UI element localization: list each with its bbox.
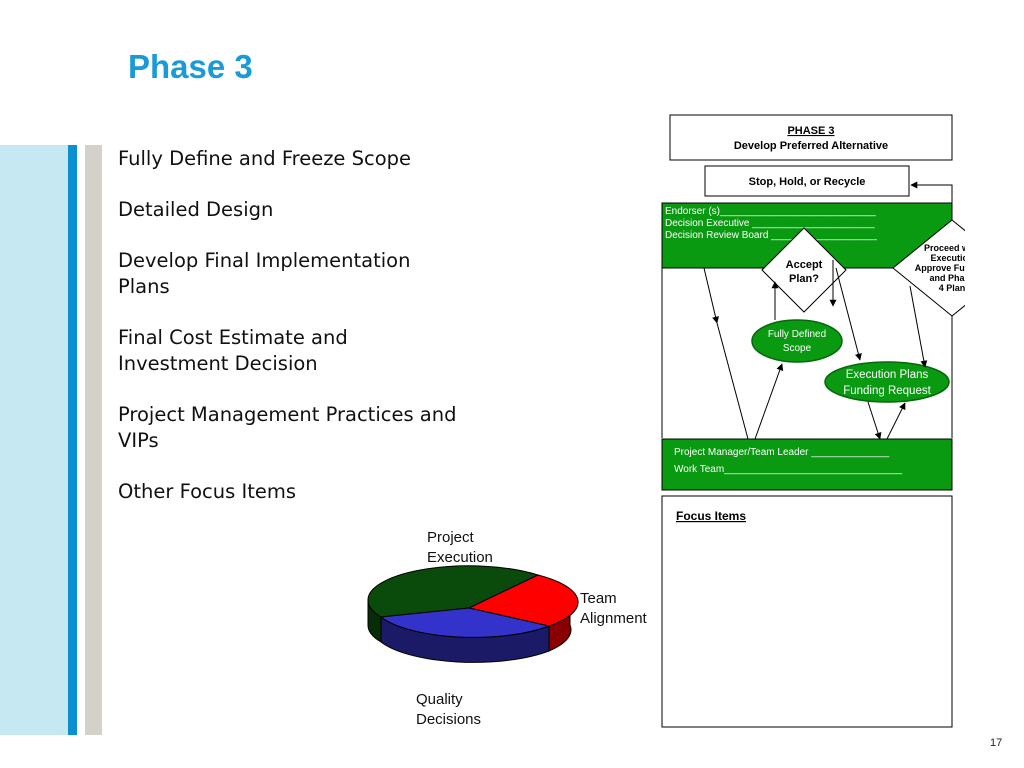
review-board-line: Decision Review Board __________________… [665, 230, 877, 241]
focus-items-heading: Focus Items [676, 509, 746, 523]
exec-plans-line1: Execution Plans [846, 369, 929, 381]
page-number: 17 [990, 737, 1003, 749]
sidebar-gray-band [85, 145, 102, 735]
focus-items-box [661, 495, 953, 728]
phase-header-title: PHASE 3 [787, 125, 834, 137]
endorser-line: Endorser (s)____________________________ [665, 206, 876, 217]
pie-slice-team [467, 574, 579, 627]
flow-team-to-scope [754, 363, 784, 440]
pie-chart [367, 565, 579, 663]
phase-header-box [669, 114, 953, 161]
stop-hold-recycle-box [704, 165, 910, 197]
fully-defined-scope-oval [751, 319, 843, 363]
feedback-arrow [910, 181, 953, 221]
proceed-line: and Phase [929, 273, 965, 283]
scope-line1: Fully Defined [768, 329, 826, 340]
project-manager-line: Project Manager/Team Leader ____________… [674, 447, 890, 458]
bullet-item: Detailed Design [118, 198, 274, 221]
accept-plan-line2: Plan? [789, 273, 819, 285]
scope-line2: Scope [783, 343, 812, 354]
work-team-line: Work Team_______________________________… [674, 464, 903, 475]
accept-plan-diamond [761, 227, 847, 313]
pie-slice-quality [379, 607, 551, 638]
proceed-line: Approve Funding [915, 263, 965, 273]
execution-plans-oval [824, 361, 950, 403]
stop-hold-recycle-label: Stop, Hold, or Recycle [749, 176, 866, 188]
sidebar-light-band [0, 145, 68, 735]
flow-band-to-team [703, 267, 719, 324]
flow-proceed-to-exec [909, 285, 928, 368]
bullet-item: Develop Final Implementation Plans [118, 249, 411, 298]
decision-executive-line: Decision Executive _____________________… [665, 218, 875, 229]
bullet-item: Final Cost Estimate and Investment Decis… [118, 326, 348, 375]
proceed-line: Execution [930, 253, 965, 263]
phase-diagram: PHASE 3 Develop Preferred Alternative St… [661, 114, 965, 728]
pie-label-team: Team Alignment [580, 590, 647, 627]
flow-band-to-exec [835, 267, 862, 361]
pie-label-quality: Quality Decisions [416, 691, 482, 728]
slide-title: Phase 3 [128, 48, 253, 85]
team-band [661, 438, 953, 491]
pie-slice-execution [367, 565, 540, 618]
accept-plan-line1: Accept [786, 259, 823, 271]
flow-team-to-exec [886, 402, 906, 440]
bullet-item: Other Focus Items [118, 480, 297, 503]
pie-label-execution: Project Execution [427, 529, 493, 566]
phase-header-subtitle: Develop Preferred Alternative [734, 140, 888, 152]
bullet-item: Fully Define and Freeze Scope [118, 147, 412, 170]
bullet-list: Fully Define and Freeze Scope Detailed D… [118, 146, 478, 530]
bullet-item: Project Management Practices and VIPs [118, 403, 457, 452]
sidebar-blue-band [68, 145, 77, 735]
proceed-line: 4 Plan [939, 283, 965, 293]
flow-exec-to-team [867, 401, 882, 440]
proceed-line: Proceed with [924, 243, 965, 253]
flow-line [716, 322, 749, 440]
exec-plans-line2: Funding Request [843, 385, 931, 397]
proceed-diamond [892, 219, 965, 317]
